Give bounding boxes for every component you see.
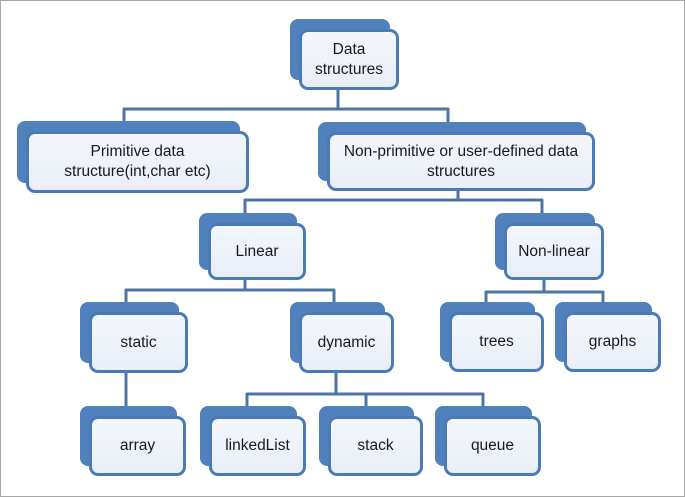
node-static: static	[80, 302, 188, 373]
node-stack-label: stack	[357, 437, 394, 455]
node-queue-label: queue	[470, 437, 515, 455]
node-nonlinear-label: Non-linear	[518, 242, 590, 260]
node-linear-label: Linear	[235, 242, 279, 260]
node-linear: Linear	[199, 213, 306, 280]
node-data-structures: Data structures	[290, 19, 399, 90]
node-data-structures-label: Data structures	[314, 40, 384, 78]
node-graphs: graphs	[555, 302, 661, 372]
node-trees: trees	[440, 302, 544, 372]
node-dynamic-label: dynamic	[317, 333, 376, 351]
connector-level3-nonlinear-elbow	[484, 290, 605, 303]
node-nonlinear: Non-linear	[495, 213, 604, 280]
node-linkedlist-box: linkedList	[209, 416, 306, 476]
connector-level3-linear-elbow	[124, 288, 336, 303]
node-dynamic-box: dynamic	[299, 312, 394, 373]
node-trees-label: trees	[479, 333, 514, 351]
node-array: array	[80, 406, 186, 476]
node-primitive-label: Primitive data structure(int,char etc)	[64, 143, 211, 180]
connector-level2-elbow	[243, 198, 544, 213]
node-static-label: static	[120, 333, 157, 351]
node-data-structures-box: Data structures	[299, 29, 399, 90]
connector-level1-elbow	[122, 107, 450, 123]
node-nonlinear-box: Non-linear	[504, 223, 604, 280]
node-linkedlist-label: linkedList	[225, 437, 290, 455]
node-static-box: static	[89, 312, 188, 373]
node-linear-box: Linear	[208, 223, 306, 280]
node-array-label: array	[119, 437, 156, 455]
node-array-box: array	[89, 416, 186, 476]
node-queue-box: queue	[444, 416, 541, 476]
node-stack: stack	[319, 406, 423, 476]
node-nonprimitive: Non-primitive or user-defined data struc…	[318, 122, 595, 191]
node-graphs-label: graphs	[588, 333, 637, 351]
node-queue: queue	[435, 406, 541, 476]
node-nonprimitive-label: Non-primitive or user-defined data struc…	[343, 142, 579, 180]
node-dynamic: dynamic	[290, 302, 394, 373]
node-primitive-box: Primitive data structure(int,char etc)	[26, 131, 249, 193]
node-nonprimitive-box: Non-primitive or user-defined data struc…	[327, 132, 595, 191]
node-trees-box: trees	[449, 312, 544, 372]
node-stack-box: stack	[328, 416, 423, 476]
node-primitive: Primitive data structure(int,char etc)	[17, 121, 249, 193]
node-graphs-box: graphs	[564, 312, 661, 372]
node-linkedlist: linkedList	[200, 406, 306, 476]
